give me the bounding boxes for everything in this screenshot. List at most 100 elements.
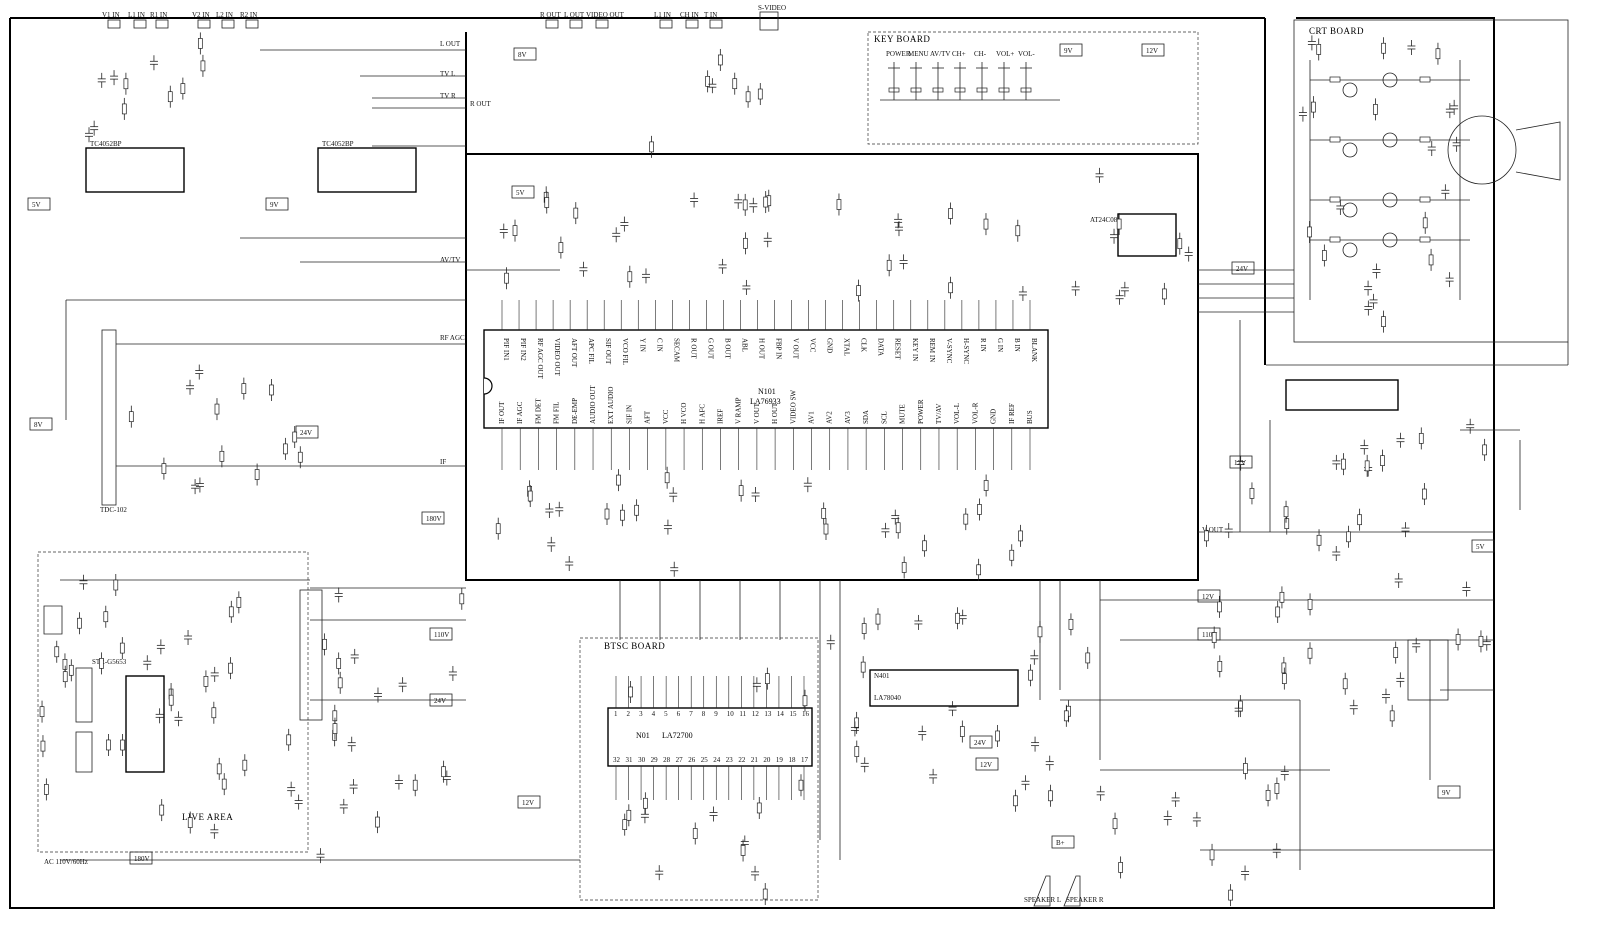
resistor xyxy=(1009,549,1015,561)
svg-text:IF: IF xyxy=(440,458,446,466)
n101-bottom-pin-label: V RAMP xyxy=(735,397,743,424)
svg-text:R2 IN: R2 IN xyxy=(240,11,257,19)
passive-components xyxy=(39,32,1491,907)
n101-bottom-pin-label: SDA xyxy=(862,410,870,424)
resistor xyxy=(1373,104,1378,115)
resistor xyxy=(1380,455,1385,466)
resistor xyxy=(604,508,610,520)
n101-bottom-pin-label: SCL xyxy=(880,411,888,424)
supply-tag xyxy=(975,757,999,771)
supply-tag xyxy=(511,185,535,199)
n101-bottom-pin-label: V OUT xyxy=(753,402,761,424)
n101-top-pin-label: APC FIL xyxy=(587,338,595,364)
av-output-jacks: R OUT L OUT VIDEO OUT S-VIDEO L1 IN CH I… xyxy=(540,4,786,31)
supply-tag-label: 24V xyxy=(434,697,446,705)
n101-top-pin-label: RESET xyxy=(894,338,902,360)
btsc-top-pin-label: 15 xyxy=(789,710,797,718)
resistor xyxy=(558,242,564,253)
supply-tag xyxy=(1437,785,1461,799)
resistor xyxy=(1217,661,1223,672)
n101-top-pin-label: R OUT xyxy=(689,338,697,360)
supply-tag-label: 5V xyxy=(516,189,525,197)
n101-bottom-pin-label: H VCO xyxy=(680,403,688,424)
n101-top-pin-label: GND xyxy=(826,338,834,353)
n101-bottom-pin-label: POWER xyxy=(917,399,925,424)
n101-top-pin-label: SECAM xyxy=(672,338,680,363)
resistor xyxy=(459,593,465,605)
n101-bottom-pin-label: IREF xyxy=(716,409,724,424)
resistor xyxy=(1177,238,1183,250)
transistor xyxy=(1342,202,1358,218)
resistor xyxy=(297,451,303,463)
supply-tag xyxy=(421,511,445,525)
resistor xyxy=(1482,444,1487,456)
btsc-top-pin-label: 13 xyxy=(764,710,772,718)
key-switch-label: VOL- xyxy=(1018,50,1035,58)
resistor xyxy=(286,734,292,746)
resistor xyxy=(214,403,220,415)
n101-bottom-pin-label: AFT xyxy=(644,410,652,424)
main-signal-frame xyxy=(465,32,1199,581)
n101-bottom-pin-label: VOL-R xyxy=(971,402,979,424)
resistor xyxy=(161,463,167,474)
resistor xyxy=(738,485,744,497)
n101-bottom-pin-label: IF OUT xyxy=(498,401,506,424)
n101-bottom-pin-label: IF AGC xyxy=(516,401,524,424)
btsc-bottom-pin-label: 25 xyxy=(701,756,709,764)
n101-bottom-pin-label: H AFC xyxy=(698,404,706,424)
resistor xyxy=(692,828,698,839)
resistor xyxy=(1389,710,1395,722)
btsc-bottom-pin-label: 17 xyxy=(801,756,809,764)
resistor xyxy=(762,888,768,900)
resistor xyxy=(802,695,808,707)
resistor xyxy=(1346,531,1351,543)
resistor xyxy=(856,285,861,297)
resistor xyxy=(123,78,129,90)
n101-bottom-pin-label: IF REF xyxy=(1008,403,1016,424)
n101-top-pin-label: REM IN xyxy=(928,338,936,362)
ac-input: AC 110V/60Hz xyxy=(43,605,88,866)
resistor xyxy=(1422,488,1427,500)
svg-text:L1 IN: L1 IN xyxy=(128,11,145,19)
btsc-top-pin-label: 3 xyxy=(639,710,643,718)
resistor xyxy=(1307,226,1312,238)
crt-board-label: CRT BOARD xyxy=(1309,26,1364,36)
resistor xyxy=(757,88,763,100)
resistor xyxy=(1357,514,1362,526)
btsc-top-pin-label: 7 xyxy=(689,710,693,718)
n101-bottom-pin-label: H OUT xyxy=(771,402,779,424)
key-switch-label: VOL+ xyxy=(996,50,1014,58)
resistor xyxy=(948,208,953,219)
resistor xyxy=(1381,316,1386,327)
transistor xyxy=(1342,242,1358,258)
resistor xyxy=(742,199,748,211)
btsc-top-pin-label: 12 xyxy=(752,710,760,718)
av-switch-ic-right: TC4052BP xyxy=(317,140,417,193)
supply-tag-label: 12V xyxy=(1234,459,1246,467)
keyboard-frame: KEY BOARD xyxy=(867,31,1199,145)
resistor xyxy=(40,740,46,752)
av-switch-left-part: TC4052BP xyxy=(90,140,122,148)
n101-top-pin-label: SIF OUT xyxy=(604,338,612,365)
resistor xyxy=(823,523,829,535)
resistor xyxy=(1307,647,1313,659)
supply-tag xyxy=(513,47,537,61)
n101-top-pin-label: PIF IN1 xyxy=(502,338,510,361)
n101-top-pin-label: AFT OUT xyxy=(570,338,578,368)
n101-top-pin-label: H OUT xyxy=(757,338,765,360)
resistor xyxy=(113,579,119,591)
resistor xyxy=(1085,652,1091,664)
resistor xyxy=(1364,460,1370,472)
resistor xyxy=(634,504,639,516)
resistor xyxy=(254,469,260,480)
n101-bottom-pin-label: MUTE xyxy=(899,404,907,424)
resistor xyxy=(68,664,74,676)
resistor xyxy=(901,562,907,573)
power-ic-part: STR-G5653 xyxy=(92,658,127,666)
key-switch-label: AV/TV xyxy=(930,50,950,58)
resistor xyxy=(221,778,227,790)
btsc-ic-ref: N01 xyxy=(636,731,650,740)
av-switch-ic-left: TC4052BP xyxy=(85,140,185,193)
svg-text:TV L: TV L xyxy=(440,70,455,78)
